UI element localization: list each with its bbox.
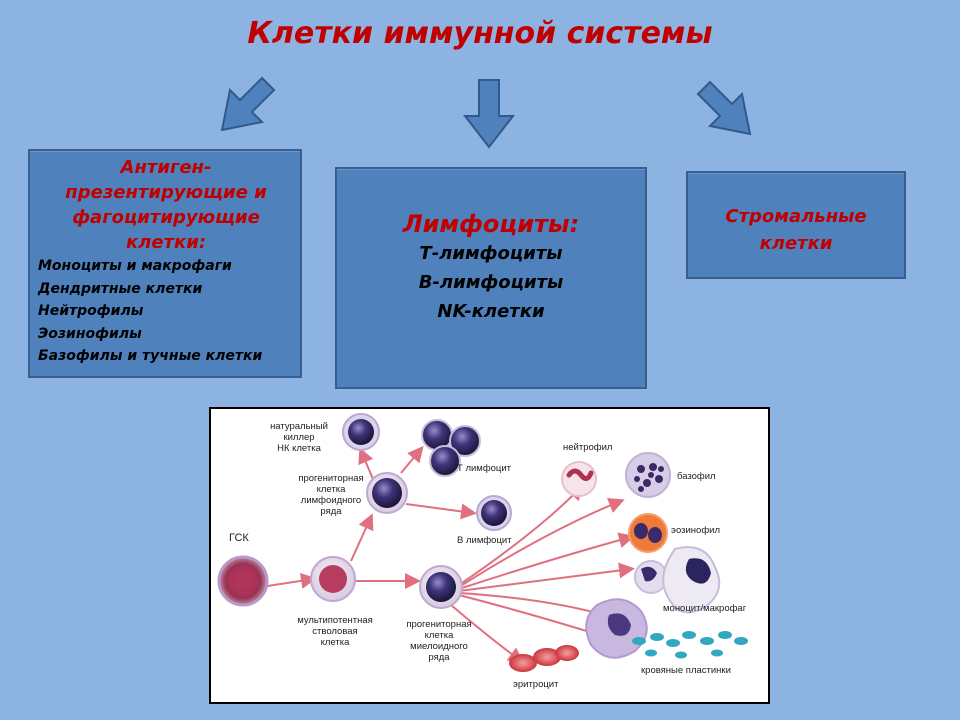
erythrocyte-label: эритроцит — [513, 679, 559, 690]
erythrocyte-icon — [509, 645, 579, 672]
apc-heading-line: клетки: — [125, 232, 207, 253]
basophil-icon — [625, 452, 671, 498]
lymphocytes-box: Лимфоциты: Т-лимфоциты В-лимфоциты NK-кл… — [335, 167, 647, 389]
apc-heading-line: Антиген- — [120, 157, 212, 178]
apc-heading-line: фагоцитирующие — [72, 207, 260, 228]
multipotent-cell-icon — [310, 556, 356, 602]
lymphocyte-item: NK-клетки — [437, 301, 545, 322]
neutrophil-icon — [561, 461, 597, 497]
apc-heading-line: презентирующие и — [65, 182, 267, 203]
stromal-heading-line: клетки — [759, 233, 833, 254]
apc-item: Дендритные клетки — [38, 280, 203, 297]
stromal-box: Стромальные клетки — [686, 171, 906, 279]
apc-item: Моноциты и макрофаги — [38, 258, 232, 274]
b-lymphocyte-label: В лимфоцит — [457, 535, 512, 546]
platelets-icon — [632, 631, 748, 659]
lymphocytes-heading: Лимфоциты: — [402, 210, 580, 238]
apc-item: Нейтрофилы — [38, 303, 144, 319]
t-lymphocyte-label: Т лимфоцит — [457, 463, 512, 474]
lymphoid-progenitor-icon — [366, 472, 408, 514]
b-lymphocyte-icon — [476, 495, 512, 531]
basophil-label: базофил — [677, 471, 716, 482]
page-title: Клетки иммунной системы — [247, 16, 713, 51]
hsc-cell-icon — [217, 555, 269, 607]
myeloid-progenitor-icon — [419, 565, 463, 609]
arrow-left-down-icon — [220, 76, 276, 132]
stromal-heading-line: Стромальные — [725, 206, 867, 227]
hsc-label: ГСК — [229, 532, 249, 544]
antigen-presenting-box: Антиген- презентирующие и фагоцитирующие… — [28, 149, 302, 378]
monocyte-label: моноцит/макрофаг — [663, 603, 747, 614]
apc-item: Эозинофилы — [38, 325, 142, 342]
arrow-right-down-icon — [696, 80, 752, 136]
nk-cell-icon — [342, 413, 380, 451]
megakaryocyte-icon — [585, 598, 648, 659]
lymphocyte-item: В-лимфоциты — [418, 272, 564, 293]
neutrophil-label: нейтрофил — [563, 442, 613, 453]
eosinophil-icon — [628, 513, 668, 553]
t-lymphocyte-icon — [421, 419, 481, 477]
apc-item: Базофилы и тучные клетки — [38, 348, 263, 364]
arrow-down-icon — [462, 79, 516, 149]
hematopoiesis-illustration — [217, 413, 748, 672]
lymphocyte-item: Т-лимфоциты — [419, 243, 563, 264]
platelets-label: кровяные пластинки — [641, 665, 731, 676]
monocyte-macrophage-icon — [634, 546, 721, 614]
eosinophil-label: эозинофил — [671, 525, 720, 536]
